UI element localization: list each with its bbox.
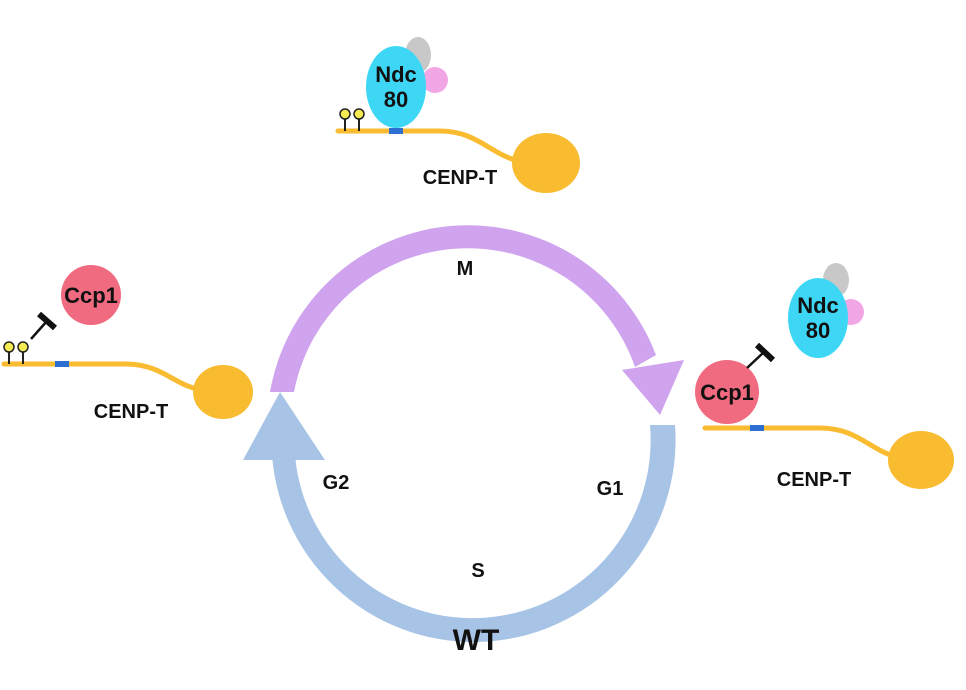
pink-subunit [422,67,448,93]
phosphate-icon [17,341,29,353]
cell-cycle-ring [243,225,684,643]
interphase-arc [272,425,676,643]
phosphate-icon [339,108,351,120]
ccp1-body [61,265,121,325]
cenp-t-label: CENP-T [423,167,497,189]
binding-site [389,128,403,134]
cenp-t-head [512,133,580,193]
phase-label-g1: G1 [597,478,624,500]
left-state: Ccp1 CENP-T [1,265,253,423]
top-state: Ndc 80 CENP-T [335,37,580,193]
cenp-t-tail [335,128,528,165]
ccp1-body [695,360,759,424]
binding-site [750,425,764,431]
phospho-group [339,108,365,131]
ndc80-label: 80 [384,87,408,112]
inhibition-icon [30,311,57,340]
m-phase-arc [270,225,656,392]
ndc80-body [788,278,848,358]
cenp-t-head [888,431,954,489]
ndc80-complex: Ndc 80 [788,263,864,358]
phospho-group [3,341,29,364]
ccp1-label: Ccp1 [64,283,118,308]
inhibition-icon [746,342,776,369]
cenp-t-tail [702,425,906,461]
phase-label-g2: G2 [323,472,350,494]
ndc80-complex: Ndc 80 [366,37,448,128]
interphase-arrowhead [243,392,325,460]
m-phase-arrowhead [622,360,684,415]
ndc80-label: 80 [806,318,830,343]
ccp1-label: Ccp1 [700,380,754,405]
cenp-t-tail [1,361,208,393]
right-state: Ccp1 Ndc 80 CENP-T [695,263,954,491]
cenp-t-label: CENP-T [94,401,168,423]
cenp-t-label: CENP-T [777,469,851,491]
cenp-t-head [193,365,253,419]
phosphate-icon [3,341,15,353]
phase-label-s: S [471,560,484,582]
genotype-label: WT [453,624,500,657]
ndc80-label: Ndc [375,62,417,87]
phase-label-m: M [457,258,474,280]
ndc80-label: Ndc [797,293,839,318]
ndc80-body [366,46,426,128]
phosphate-icon [353,108,365,120]
binding-site [55,361,69,367]
